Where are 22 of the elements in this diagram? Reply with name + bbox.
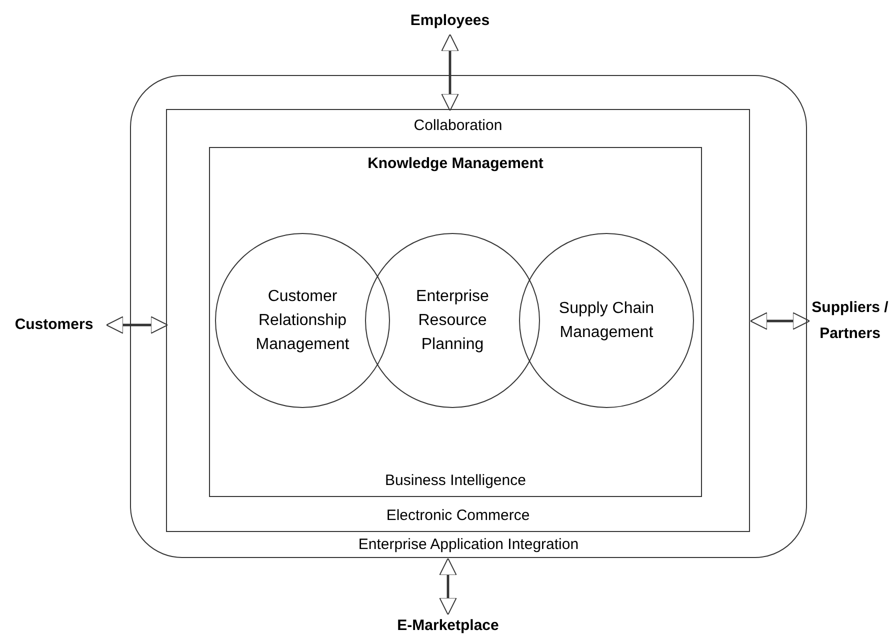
- circle-label: Enterprise Resource Planning: [415, 286, 490, 354]
- double-arrow: [441, 34, 459, 112]
- actor-label: Customers: [2, 312, 106, 338]
- frame-label: Business Intelligence: [385, 471, 526, 491]
- frame-box: [166, 109, 750, 532]
- circle-label: Customer Relationship Management: [254, 286, 350, 354]
- frame-box: [209, 147, 702, 497]
- actor-label: Suppliers / Partners: [808, 295, 892, 347]
- circle-label: Supply Chain Management: [558, 298, 656, 342]
- double-arrow: [106, 316, 168, 334]
- frame-label: Enterprise Application Integration: [358, 535, 579, 555]
- actor-label: E-Marketplace: [360, 613, 536, 636]
- double-arrow: [750, 312, 810, 330]
- circle: [519, 233, 694, 408]
- double-arrow: [439, 558, 457, 616]
- frame-label: Electronic Commerce: [386, 506, 530, 526]
- frame-label: Collaboration: [414, 116, 502, 136]
- rounded-frame: [130, 75, 807, 558]
- circle: [365, 233, 540, 408]
- circle: [215, 233, 390, 408]
- frame-label: Knowledge Management: [368, 154, 544, 174]
- actor-label: Employees: [380, 8, 520, 34]
